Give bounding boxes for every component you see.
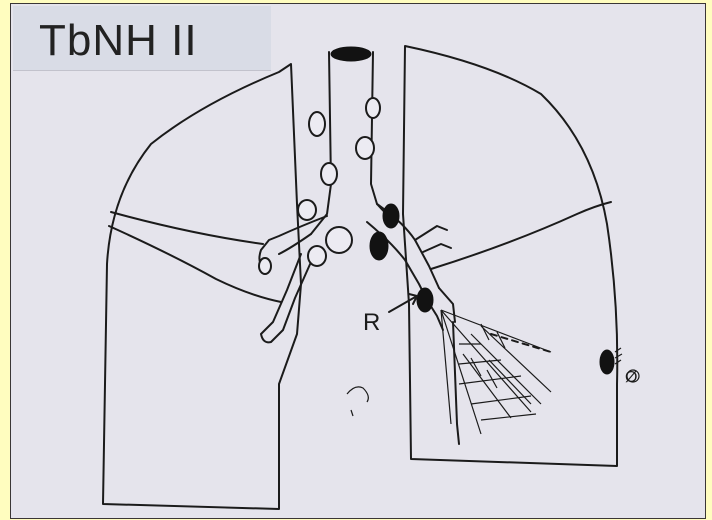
consolidation-area bbox=[441, 310, 551, 444]
diseased-node-2 bbox=[370, 232, 388, 260]
stray-mark-2 bbox=[351, 410, 353, 416]
paratracheal-node-3 bbox=[321, 163, 337, 185]
pleural-nodule bbox=[600, 350, 614, 374]
marker-r: R bbox=[363, 309, 380, 336]
paratracheal-node-1 bbox=[309, 112, 325, 136]
slide-canvas: TbNH II bbox=[10, 3, 706, 519]
trachea bbox=[311, 52, 391, 234]
diseased-node-1 bbox=[383, 204, 399, 228]
paratracheal-node-4 bbox=[298, 200, 316, 220]
left-lung-outline bbox=[403, 46, 617, 466]
hilar-node-left bbox=[259, 258, 271, 274]
paratracheal-node-2 bbox=[356, 137, 374, 159]
right-lung-outline bbox=[103, 64, 301, 509]
subcarinal-node-2 bbox=[308, 246, 326, 266]
diseased-node-3 bbox=[417, 288, 433, 312]
pleural-ticks bbox=[615, 348, 622, 364]
marker-phi: Ø bbox=[625, 369, 637, 386]
pointer-arrow bbox=[389, 294, 417, 312]
lung-diagram: R Ø bbox=[11, 4, 705, 518]
subcarinal-node-1 bbox=[326, 227, 352, 253]
stray-mark bbox=[347, 387, 368, 402]
right-lung-fissure bbox=[109, 212, 281, 302]
paratracheal-node-5 bbox=[366, 98, 380, 118]
left-lung-fissure bbox=[431, 202, 611, 269]
trachea-opening bbox=[331, 47, 371, 61]
